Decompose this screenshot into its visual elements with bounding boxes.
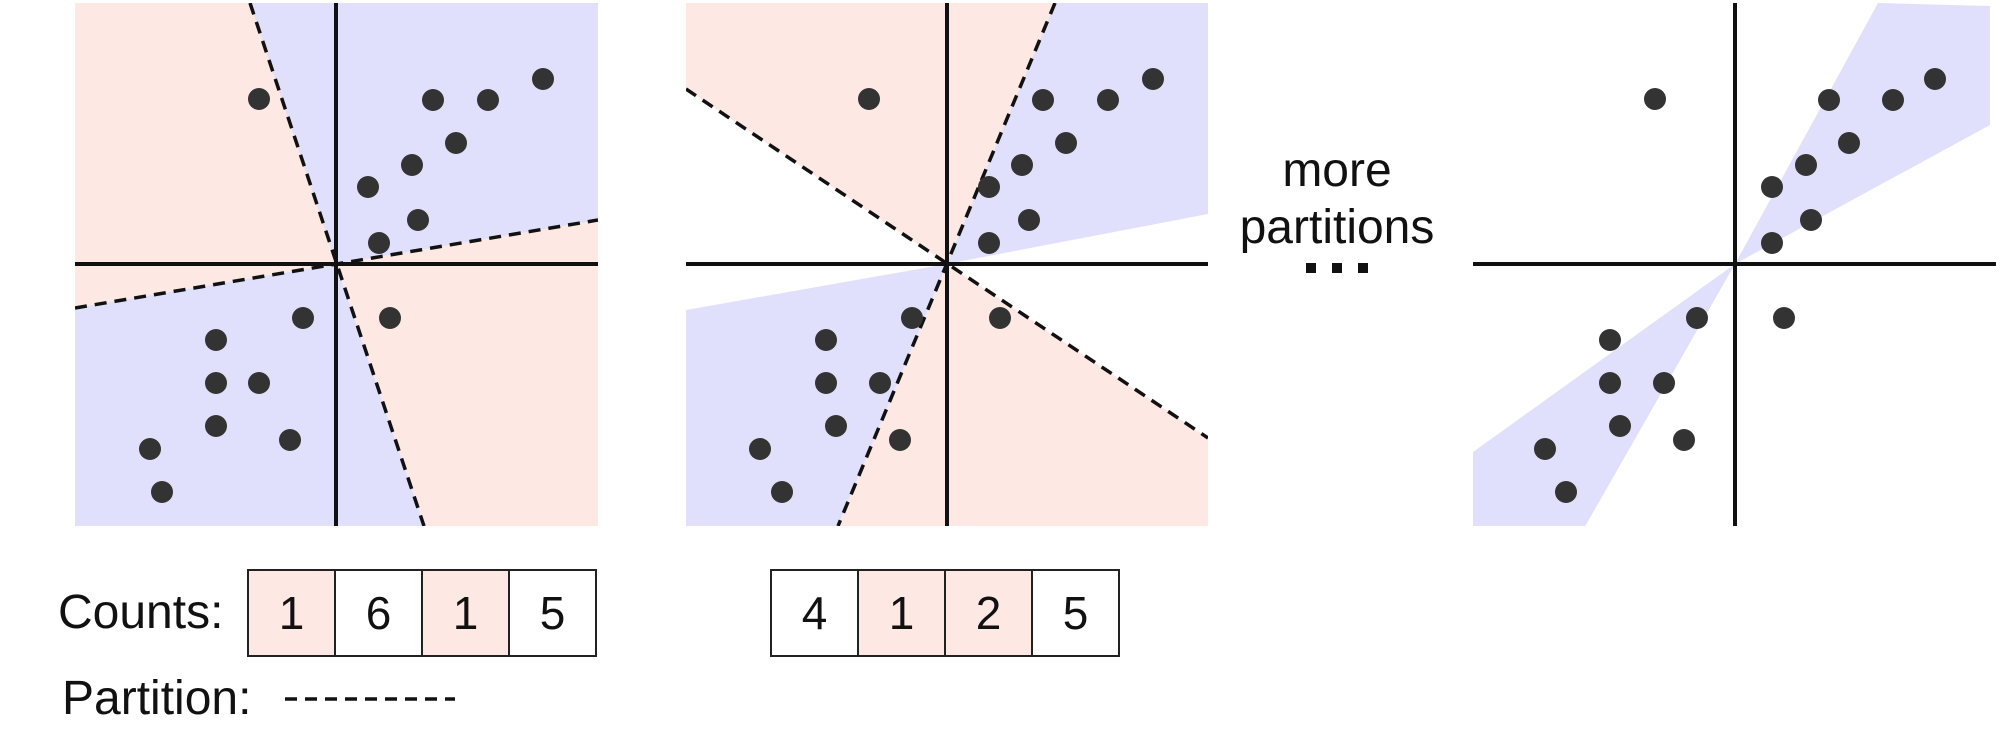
data-point: [1097, 89, 1119, 111]
data-point: [1011, 154, 1033, 176]
data-point: [532, 68, 554, 90]
data-point: [1924, 68, 1946, 90]
count-cell: [421, 569, 510, 657]
count-cell: [334, 569, 423, 657]
data-point: [1644, 88, 1666, 110]
data-point: [1653, 372, 1675, 394]
data-point: [825, 415, 847, 437]
data-point: [901, 307, 923, 329]
data-point: [815, 372, 837, 394]
ellipsis-icon: [1306, 263, 1368, 273]
panel-2-red-region-bottom: [838, 264, 1208, 526]
data-point: [1882, 89, 1904, 111]
panel-3-points: [1534, 68, 1946, 503]
panel-2-blue-region-top: [947, 3, 1208, 264]
data-point: [1534, 438, 1556, 460]
count-cell: [1031, 569, 1120, 657]
data-point: [151, 481, 173, 503]
data-point: [989, 307, 1011, 329]
data-point: [357, 176, 379, 198]
data-point: [279, 429, 301, 451]
data-point: [379, 307, 401, 329]
panel-3-blue-region-bottom: [1473, 264, 1735, 526]
panel-2-partition-line-a: [836, 3, 1057, 526]
data-point: [1018, 209, 1040, 231]
counts-label: Counts:: [58, 586, 223, 639]
data-point: [1673, 429, 1695, 451]
data-point: [1032, 89, 1054, 111]
data-point: [978, 232, 1000, 254]
count-cell: [508, 569, 597, 657]
data-point: [1838, 132, 1860, 154]
panel-2-red-region-top: [686, 3, 1055, 264]
count-cell: [944, 569, 1033, 657]
panel-3-blue-region-top: [1735, 3, 1990, 264]
data-point: [869, 372, 891, 394]
data-point: [1055, 132, 1077, 154]
partition-label: Partition:: [62, 672, 251, 725]
data-point: [422, 89, 444, 111]
more-label-line1: more: [1282, 144, 1391, 197]
count-cell: [247, 569, 336, 657]
data-point: [1795, 154, 1817, 176]
count-cell: [770, 569, 859, 657]
panel-1-points: [139, 68, 554, 503]
panel-1-partition-line-b: [75, 218, 598, 310]
data-point: [1773, 307, 1795, 329]
count-value: 1: [889, 587, 915, 639]
count-value: 1: [279, 587, 305, 639]
data-point: [1761, 232, 1783, 254]
data-point: [368, 232, 390, 254]
data-point: [1599, 372, 1621, 394]
panel-1-partition-line-a: [248, 3, 426, 526]
data-point: [771, 481, 793, 503]
more-partitions-label: more partitions: [1240, 144, 1435, 273]
data-point: [445, 132, 467, 154]
count-value: 2: [976, 587, 1002, 639]
panel-1: [75, 3, 598, 526]
data-point: [1555, 481, 1577, 503]
data-point: [1599, 329, 1621, 351]
count-value: 5: [1063, 587, 1089, 639]
data-point: [1686, 307, 1708, 329]
panel-2-partition-line-b: [686, 87, 1208, 440]
data-point: [139, 438, 161, 460]
panel-2-points: [749, 68, 1164, 503]
data-point: [292, 307, 314, 329]
data-point: [477, 89, 499, 111]
data-point: [248, 88, 270, 110]
count-value: 5: [540, 587, 566, 639]
more-label-line2: partitions: [1240, 201, 1435, 254]
data-point: [248, 372, 270, 394]
panel-3: [1473, 3, 1996, 526]
data-point: [1761, 176, 1783, 198]
panel-2-blue-region-bottom: [686, 264, 947, 526]
count-value: 6: [366, 587, 392, 639]
data-point: [749, 438, 771, 460]
count-value: 4: [802, 587, 828, 639]
data-point: [978, 176, 1000, 198]
data-point: [858, 88, 880, 110]
data-point: [407, 209, 429, 231]
data-point: [815, 329, 837, 351]
counts-table-panel-2: 4 1 2 5: [770, 569, 1120, 657]
data-point: [889, 429, 911, 451]
data-point: [401, 154, 423, 176]
data-point: [1800, 209, 1822, 231]
data-point: [1818, 89, 1840, 111]
count-value: 1: [453, 587, 479, 639]
data-point: [1142, 68, 1164, 90]
data-point: [205, 415, 227, 437]
data-point: [205, 372, 227, 394]
data-point: [1609, 415, 1631, 437]
data-point: [205, 329, 227, 351]
panel-2: [686, 3, 1208, 526]
